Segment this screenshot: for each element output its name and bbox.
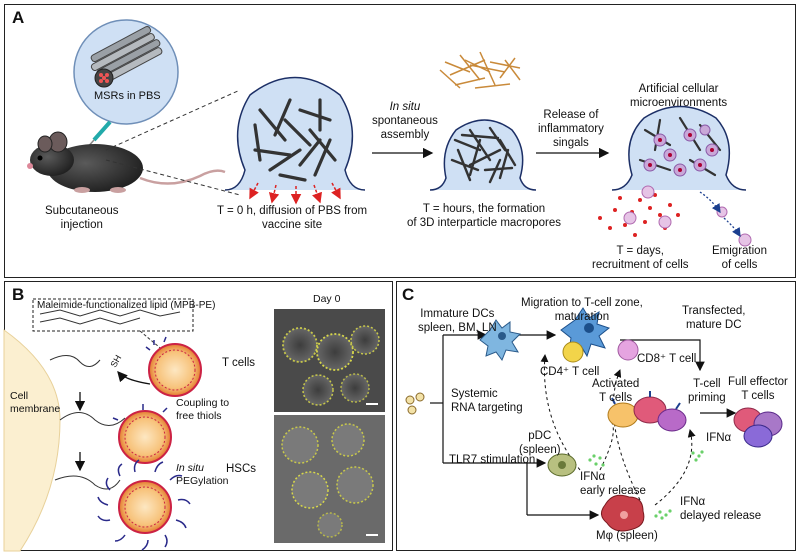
pdc-label: pDC(spleen) <box>519 430 561 456</box>
hscs-label: HSCs <box>226 463 257 475</box>
microscopy-hscs <box>274 415 385 543</box>
panel-a-label: A <box>12 8 25 27</box>
ifna-label: IFNα <box>706 432 732 444</box>
panel-b-label: B <box>12 285 25 304</box>
cell-membrane <box>3 329 61 552</box>
rna-particles <box>405 392 425 415</box>
immature-dc <box>479 319 522 362</box>
artificial-microenvironment <box>611 105 747 191</box>
mouse-illustration <box>27 131 226 193</box>
zoom-line-top <box>105 89 241 151</box>
recruited-cells-dots <box>598 193 680 237</box>
microscopy-tcells <box>274 309 385 412</box>
immune-cells <box>623 185 752 247</box>
macrophage-label: Mφ (spleen) <box>596 530 658 542</box>
migration-label: Migration to T-cell zone,maturation <box>521 297 643 323</box>
activated-tcells <box>607 391 687 432</box>
lipid-label: Maleimide-functionalized lipid (MPB-PE) <box>37 300 216 311</box>
vaccine-site-hours <box>429 119 537 191</box>
tlr7-label: TLR7 stimulation <box>449 454 536 466</box>
ifna-dots <box>588 450 704 520</box>
msr-label: MSRs in PBS <box>94 90 161 102</box>
day-label: Day 0 <box>313 293 341 305</box>
panel-c-label: C <box>402 285 415 304</box>
macrophage-cell <box>601 494 645 532</box>
liposome-2 <box>118 410 172 464</box>
zoom-line-bottom <box>105 159 241 196</box>
pdc-cell <box>547 453 577 477</box>
cd4-label: CD4⁺ T cell <box>540 366 600 378</box>
cd4-tcell <box>562 341 584 363</box>
cd8-tcell <box>617 339 639 361</box>
tdays-label: T = days,recruitment of cells <box>592 245 689 271</box>
liposome-3-pegylated <box>97 459 191 551</box>
cd8-label: CD8⁺ T cell <box>637 353 697 365</box>
liposome-1 <box>148 343 202 397</box>
effector-tcells <box>733 407 783 448</box>
vaccine-site-t0 <box>224 76 366 205</box>
transfected-label: Transfected,mature DC <box>682 305 746 331</box>
tcells-label: T cells <box>222 357 256 369</box>
emigration-arrow <box>699 191 721 214</box>
msr-bubble <box>73 19 179 125</box>
msr-powder-image <box>439 51 521 89</box>
lipid-structure-box <box>32 298 194 332</box>
